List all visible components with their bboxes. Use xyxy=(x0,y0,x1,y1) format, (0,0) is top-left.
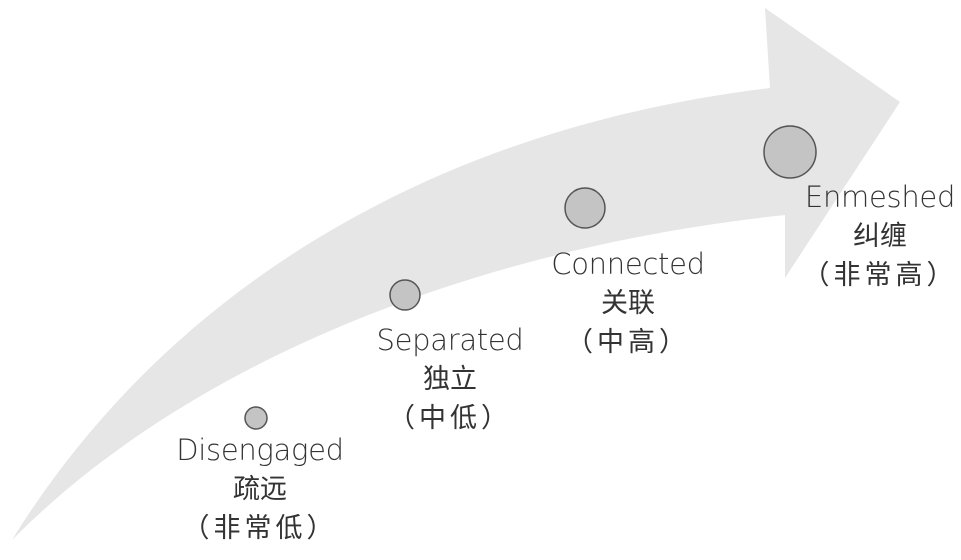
stage-node-connected xyxy=(564,187,606,229)
stage-name-en: Separated xyxy=(376,323,524,357)
stage-name-zh: 关联 xyxy=(601,288,655,320)
stage-label-enmeshed: Enmeshed 纠缠 （非常高） xyxy=(780,177,961,295)
curved-arrow xyxy=(12,8,900,540)
stage-name-zh: 疏远 xyxy=(233,474,287,506)
stage-label-disengaged: Disengaged 疏远 （非常低） xyxy=(160,430,360,548)
stage-name-en: Disengaged xyxy=(176,433,344,467)
stage-level: （非常高） xyxy=(802,259,958,291)
stage-name-zh: 纠缠 xyxy=(853,221,907,253)
stage-level: （非常低） xyxy=(182,512,338,544)
stage-name-zh: 独立 xyxy=(423,364,477,396)
stage-label-separated: Separated 独立 （中低） xyxy=(350,320,550,438)
stage-name-en: Enmeshed xyxy=(804,180,956,214)
stage-label-connected: Connected 关联 （中高） xyxy=(528,244,728,362)
stage-node-enmeshed xyxy=(763,125,817,179)
stage-level: （中高） xyxy=(566,326,690,358)
stage-node-disengaged xyxy=(244,406,268,430)
stage-name-en: Connected xyxy=(551,247,705,281)
stage-node-separated xyxy=(389,279,421,311)
stage-level: （中低） xyxy=(388,402,512,434)
